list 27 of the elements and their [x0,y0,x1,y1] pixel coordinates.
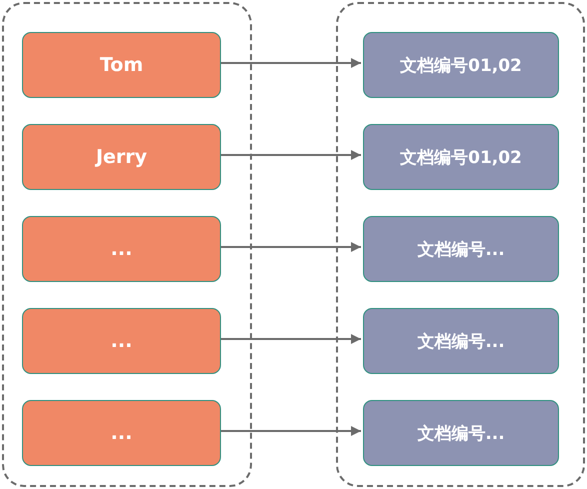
user-box [22,124,221,190]
arrow [219,150,361,160]
user-box [22,400,221,466]
arrow [219,426,361,436]
box-label: 文档编号... [417,422,505,444]
dashed-group-frame [336,2,585,487]
box-label: 文档编号01,02 [400,146,522,168]
box-label: 文档编号01,02 [400,54,522,76]
document-box [363,32,559,98]
user-box [22,216,221,282]
document-box [363,216,559,282]
document-box [363,308,559,374]
box-label: 文档编号... [417,330,505,352]
document-box [363,124,559,190]
document-box [363,400,559,466]
box-label: Jerry [96,146,148,168]
box-label: ... [110,330,132,352]
box-label: ... [110,238,132,260]
box-label: Tom [100,54,144,76]
user-box [22,32,221,98]
arrow [219,334,361,344]
box-label: 文档编号... [417,238,505,260]
box-label: ... [110,422,132,444]
dashed-group-frame [2,2,252,487]
arrow [219,58,361,68]
arrow [219,242,361,252]
user-box [22,308,221,374]
